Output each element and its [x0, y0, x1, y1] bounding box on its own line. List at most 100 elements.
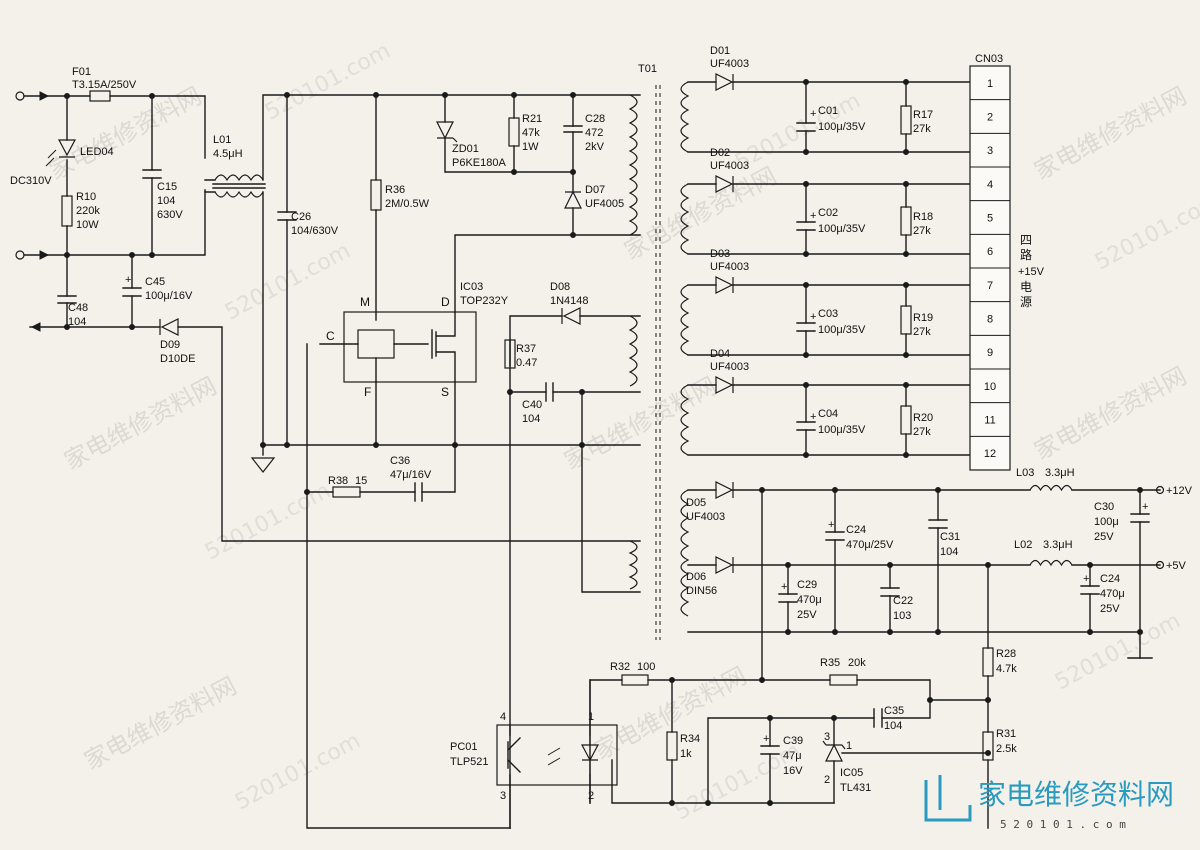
d08-value: 1N4148	[550, 295, 589, 307]
watermark-cn-7: 家电维修资料网	[590, 662, 751, 766]
power-label-line5: 源	[1020, 295, 1032, 309]
fuse-value: T3.15A/250V	[72, 79, 137, 91]
r21-resistor	[508, 117, 520, 147]
d05-ref: D05	[686, 497, 706, 509]
c15-capacitor	[142, 169, 162, 179]
c22-capacitor	[880, 587, 900, 597]
c45-capacitor	[122, 287, 142, 297]
r32-ref: R32	[610, 661, 630, 673]
pc01-pin-4: 4	[500, 711, 506, 723]
power-label-line3: +15V	[1018, 266, 1045, 278]
output-4-cval: 100μ/35V	[818, 424, 866, 436]
output-2-diode: D02	[710, 147, 730, 159]
input-terminal-bottom	[15, 250, 25, 260]
r17-resistor	[900, 105, 912, 135]
secondary-winding-4	[680, 384, 690, 456]
watermark-cn-2: 家电维修资料网	[620, 162, 781, 266]
c48-ref: C48	[68, 302, 88, 314]
c45-plus: +	[125, 274, 131, 286]
d09-ref: D09	[160, 339, 180, 351]
c36-capacitor	[414, 482, 423, 502]
cn03-ref: CN03	[975, 53, 1003, 65]
input-voltage-label: DC310V	[10, 175, 52, 187]
cn03-pin-8: 8	[987, 314, 993, 326]
output-2-res: R18	[913, 211, 933, 223]
c39-ref: C39	[783, 735, 803, 747]
c30-capacitor	[1130, 513, 1150, 523]
arrow-icon	[39, 250, 50, 260]
r37-ref: R37	[516, 343, 536, 355]
output-1-rval: 27k	[913, 123, 931, 135]
aux-winding	[628, 315, 638, 387]
r36-resistor	[370, 179, 382, 211]
output-4-dval: UF4003	[710, 361, 749, 373]
output-2-rval: 27k	[913, 225, 931, 237]
output-3-cval: 100μ/35V	[818, 324, 866, 336]
rail5-terminal	[1155, 560, 1165, 570]
ic03-pin-s: S	[441, 385, 449, 399]
c26-value: 104/630V	[291, 225, 339, 237]
r28-resistor	[982, 647, 994, 677]
c30-value: 100μ	[1094, 516, 1119, 528]
cn03-pin-5: 5	[987, 213, 993, 225]
output-3-res: R19	[913, 312, 933, 324]
junction-dots-15v	[803, 79, 909, 458]
power-label-line1: 四	[1020, 233, 1032, 247]
output-4-diode: D04	[710, 348, 730, 360]
secondary-winding-3	[680, 284, 690, 356]
ground-icon	[250, 457, 276, 473]
c15-ref: C15	[157, 181, 177, 193]
r31-ref: R31	[996, 728, 1016, 740]
output-3-cap: C03	[818, 308, 838, 320]
ic05-ref: IC05	[840, 767, 863, 779]
led-ref: LED04	[80, 146, 114, 158]
c31-ref: C31	[940, 531, 960, 543]
c28-ref: C28	[585, 113, 605, 125]
c24b-value: 470μ	[1100, 588, 1125, 600]
c28-voltage: 2kV	[585, 141, 605, 153]
r38-ref: R38	[328, 475, 348, 487]
c39-plus: +	[763, 733, 769, 745]
r32-value: 100	[637, 661, 655, 673]
secondary-winding-5	[680, 489, 690, 617]
d03-diode	[715, 276, 734, 294]
junction-dots-fb	[669, 677, 991, 806]
c39-capacitor	[760, 745, 780, 755]
c30-ref: C30	[1094, 501, 1114, 513]
watermark-cn-3: 家电维修资料网	[60, 372, 221, 476]
c24a-value: 470μ/25V	[846, 539, 894, 551]
r10-value: 220k	[76, 205, 100, 217]
r34-resistor	[666, 731, 678, 761]
d09-diode	[159, 318, 179, 336]
secondary-winding-2	[680, 183, 690, 255]
secondary-15v-section: D01UF4003C01100μ/35VR1727k+D02UF4003C021…	[687, 45, 971, 458]
output-2-cap-plus: +	[810, 210, 816, 222]
ic03-value: TOP232Y	[460, 295, 509, 307]
cn03-pin-3: 3	[987, 145, 993, 157]
c02-capacitor	[796, 221, 816, 231]
d05-value: UF4003	[686, 511, 725, 523]
c03-capacitor	[796, 322, 816, 332]
power-label: 四 路 +15V 电 源	[1018, 233, 1045, 309]
logo-mark-icon	[924, 780, 972, 822]
cn03-pin-11: 11	[984, 415, 995, 427]
r38-resistor	[332, 486, 361, 498]
secondary-winding-1	[680, 81, 690, 153]
c39-value: 47μ	[783, 750, 802, 762]
input-section: F01 T3.15A/250V LED04 DC310V R10 220k 10…	[10, 66, 641, 542]
cn03-pin-10: 10	[984, 381, 996, 393]
d06-value: DIN56	[686, 585, 717, 597]
c26-ref: C26	[291, 211, 311, 223]
cn03-pin-4: 4	[987, 179, 993, 191]
primary-section: R36 2M/0.5W M D C F S IC03 TOP232Y R38 1…	[64, 92, 641, 829]
site-logo: 家电维修资料网 5 2 0 1 0 1 . c o m	[924, 775, 1174, 831]
output-2-dval: UF4003	[710, 160, 749, 172]
rail5-label: +5V	[1166, 560, 1187, 572]
c24b-plus: +	[1083, 573, 1089, 585]
r20-resistor	[900, 405, 912, 435]
junction-dots-lv	[759, 487, 1143, 635]
pc01-box	[496, 724, 618, 786]
c29-voltage: 25V	[797, 609, 817, 621]
